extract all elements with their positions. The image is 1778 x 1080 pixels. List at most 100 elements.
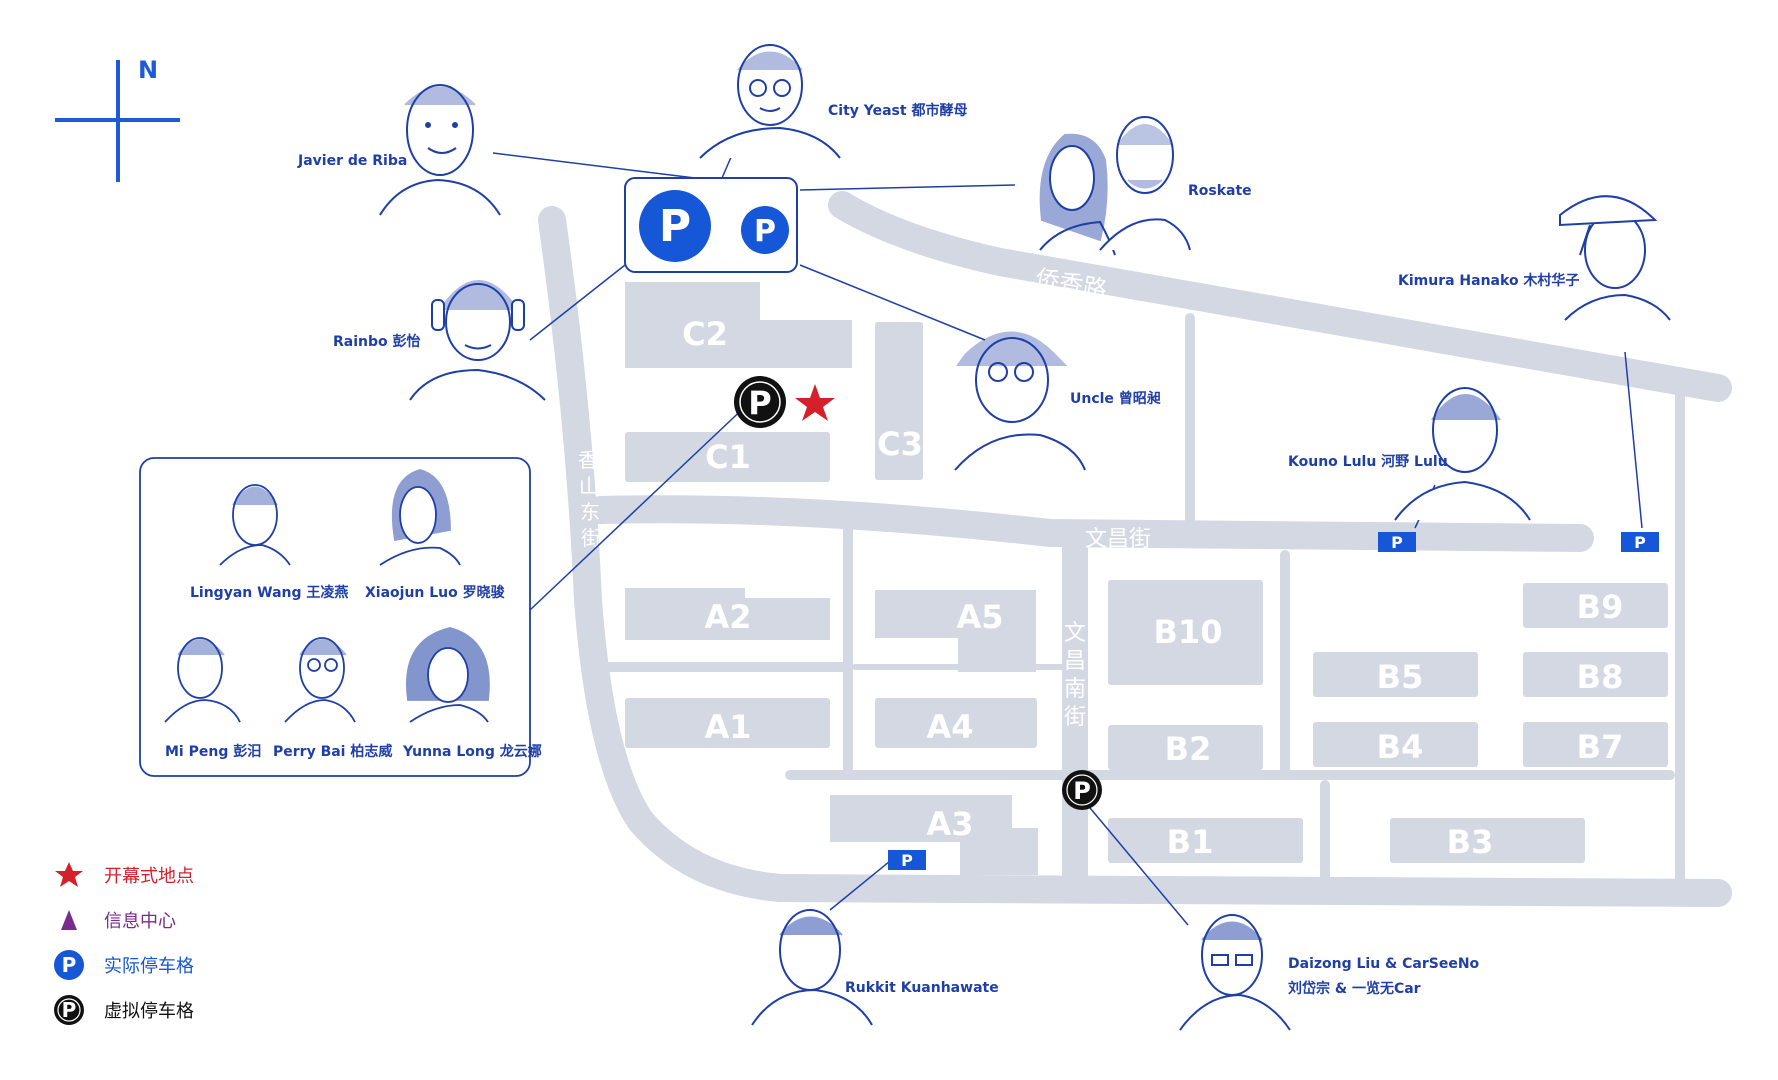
portrait-rukkit xyxy=(751,909,873,1026)
real-parking-large[interactable] xyxy=(639,190,711,262)
artist-group-box xyxy=(139,457,531,777)
road-wenchang xyxy=(586,495,1594,552)
block-b10 xyxy=(1108,580,1263,685)
legend-item-info: 信息中心 xyxy=(52,897,194,942)
parking-tag-wenchang-1-box[interactable] xyxy=(1378,532,1416,552)
street-label-wenchang: 文昌街 xyxy=(1085,527,1151,552)
artist-label-roskate: Roskate xyxy=(1188,183,1252,199)
line-javier xyxy=(492,152,696,179)
street-label-xiangshan-3: 东 xyxy=(580,500,600,524)
block-c2 xyxy=(625,282,852,368)
legend-item-opening: 开幕式地点 xyxy=(52,852,194,897)
street-label-xiangshan-1: 香 xyxy=(578,448,598,472)
portrait-mipeng xyxy=(164,637,241,723)
artist-label-yunna: Yunna Long 龙云娜 xyxy=(402,743,542,760)
parking-tag-wenchang-2-box[interactable] xyxy=(1621,532,1659,552)
parking-tag-a3-box[interactable] xyxy=(888,850,926,870)
line-daizong xyxy=(1074,789,1189,926)
block-label-c3: C3 xyxy=(877,425,923,463)
blocks xyxy=(625,282,1668,875)
real-parking-small-label: P xyxy=(754,214,776,249)
legend-item-real-parking: P 实际停车格 xyxy=(52,942,194,987)
road-qiaoxiang xyxy=(828,191,1732,402)
virtual-parking-b-circle[interactable] xyxy=(1062,770,1102,810)
block-b8 xyxy=(1523,652,1668,697)
block-label-b5: B5 xyxy=(1377,658,1424,696)
artist-label-cityyeast: City Yeast 都市酵母 xyxy=(828,102,967,119)
legend-label-virtual-parking: 虚拟停车格 xyxy=(104,1000,194,1022)
virtual-parking-c-ring xyxy=(739,381,781,423)
virtual-parking-b-label: P xyxy=(1073,777,1091,805)
connector-lines xyxy=(492,147,1643,926)
virtual-parking-c-circle[interactable] xyxy=(734,376,786,428)
street-label-xiangshan-2: 山 xyxy=(579,474,599,498)
artist-label-lingyan: Lingyan Wang 王凌燕 xyxy=(190,584,348,601)
real-parking-icon-label: P xyxy=(62,953,77,977)
virtual-parking-b[interactable]: P xyxy=(1062,770,1102,810)
opening-ceremony-star-icon[interactable] xyxy=(795,384,835,421)
block-label-a3: A3 xyxy=(926,805,973,843)
block-label-b8: B8 xyxy=(1577,658,1624,696)
block-a4 xyxy=(875,698,1037,748)
line-uncle xyxy=(799,264,986,341)
parking-tag-a3-label: P xyxy=(901,851,913,870)
road-xiangshan-dong xyxy=(538,206,1732,907)
block-b1 xyxy=(1108,818,1303,863)
block-a2 xyxy=(625,588,830,640)
block-b5 xyxy=(1313,652,1478,697)
block-label-b2: B2 xyxy=(1165,730,1212,768)
portrait-kouno xyxy=(1394,387,1531,521)
block-label-b9: B9 xyxy=(1577,588,1624,626)
line-rainbo xyxy=(529,264,626,341)
virtual-parking-icon-label: P xyxy=(62,998,77,1022)
portrait-yunna xyxy=(406,627,490,723)
artist-label-uncle: Uncle 曾昭昶 xyxy=(1070,390,1162,407)
portrait-cityyeast xyxy=(699,44,841,159)
street-label-wenchangnan-2: 昌 xyxy=(1064,649,1086,674)
parking-tag-wenchang-1-label: P xyxy=(1391,533,1403,552)
block-label-a2: A2 xyxy=(704,598,751,636)
virtual-parking-icon: P xyxy=(52,993,86,1027)
legend-label-info: 信息中心 xyxy=(104,910,176,932)
block-label-b1: B1 xyxy=(1167,823,1214,861)
parking-tag-wenchang-2[interactable]: P xyxy=(1621,532,1659,552)
block-label-b3: B3 xyxy=(1447,823,1494,861)
line-kimura xyxy=(1624,351,1643,529)
block-label-a1: A1 xyxy=(704,708,751,746)
real-parking-large-label: P xyxy=(659,201,691,252)
virtual-parking-c[interactable]: P xyxy=(734,376,786,428)
portrait-rainbo xyxy=(409,280,546,401)
real-parking-small[interactable] xyxy=(741,206,789,254)
artist-label-perry: Perry Bai 柏志威 xyxy=(273,743,392,760)
portrait-javier xyxy=(379,84,501,216)
star-icon xyxy=(52,858,86,892)
block-b7 xyxy=(1523,722,1668,767)
portrait-perry xyxy=(284,637,356,723)
artist-label-kouno: Kouno Lulu 河野 Lulu xyxy=(1288,453,1448,470)
block-label-c1: C1 xyxy=(705,438,751,476)
artist-label-daizong-zh: 刘岱宗 & 一览无Car xyxy=(1288,980,1421,997)
block-a1 xyxy=(625,698,830,748)
block-a3 xyxy=(830,795,1038,875)
block-label-b4: B4 xyxy=(1377,728,1424,766)
block-label-b10: B10 xyxy=(1154,613,1223,651)
roads xyxy=(538,191,1732,907)
street-labels: 侨香路 文昌街 香 山 东 街 文 昌 南 街 xyxy=(578,264,1151,730)
artist-labels: Javier de Riba City Yeast 都市酵母 Roskate K… xyxy=(165,102,1579,997)
parking-cluster[interactable]: P P xyxy=(624,177,798,273)
block-b4 xyxy=(1313,722,1478,767)
line-rukkit xyxy=(829,856,896,911)
real-parking-icon: P xyxy=(52,948,86,982)
street-label-xiangshan-4: 街 xyxy=(581,526,601,550)
legend-label-opening: 开幕式地点 xyxy=(104,865,194,887)
parking-tag-a3[interactable]: P xyxy=(888,850,926,870)
artist-label-rainbo: Rainbo 彭怡 xyxy=(333,333,421,350)
parking-tag-wenchang-1[interactable]: P xyxy=(1378,532,1416,552)
block-labels: C2 C1 C3 A2 A1 A5 A4 A3 B10 B2 B1 B5 B4 … xyxy=(682,315,1623,861)
portrait-xiaojun xyxy=(379,469,461,566)
block-b2 xyxy=(1108,725,1263,770)
artist-label-kimura: Kimura Hanako 木村华子 xyxy=(1398,272,1579,289)
virtual-parking-b-ring xyxy=(1066,774,1098,806)
artist-label-daizong-en: Daizong Liu & CarSeeNo xyxy=(1288,956,1480,972)
block-label-c2: C2 xyxy=(682,315,728,353)
